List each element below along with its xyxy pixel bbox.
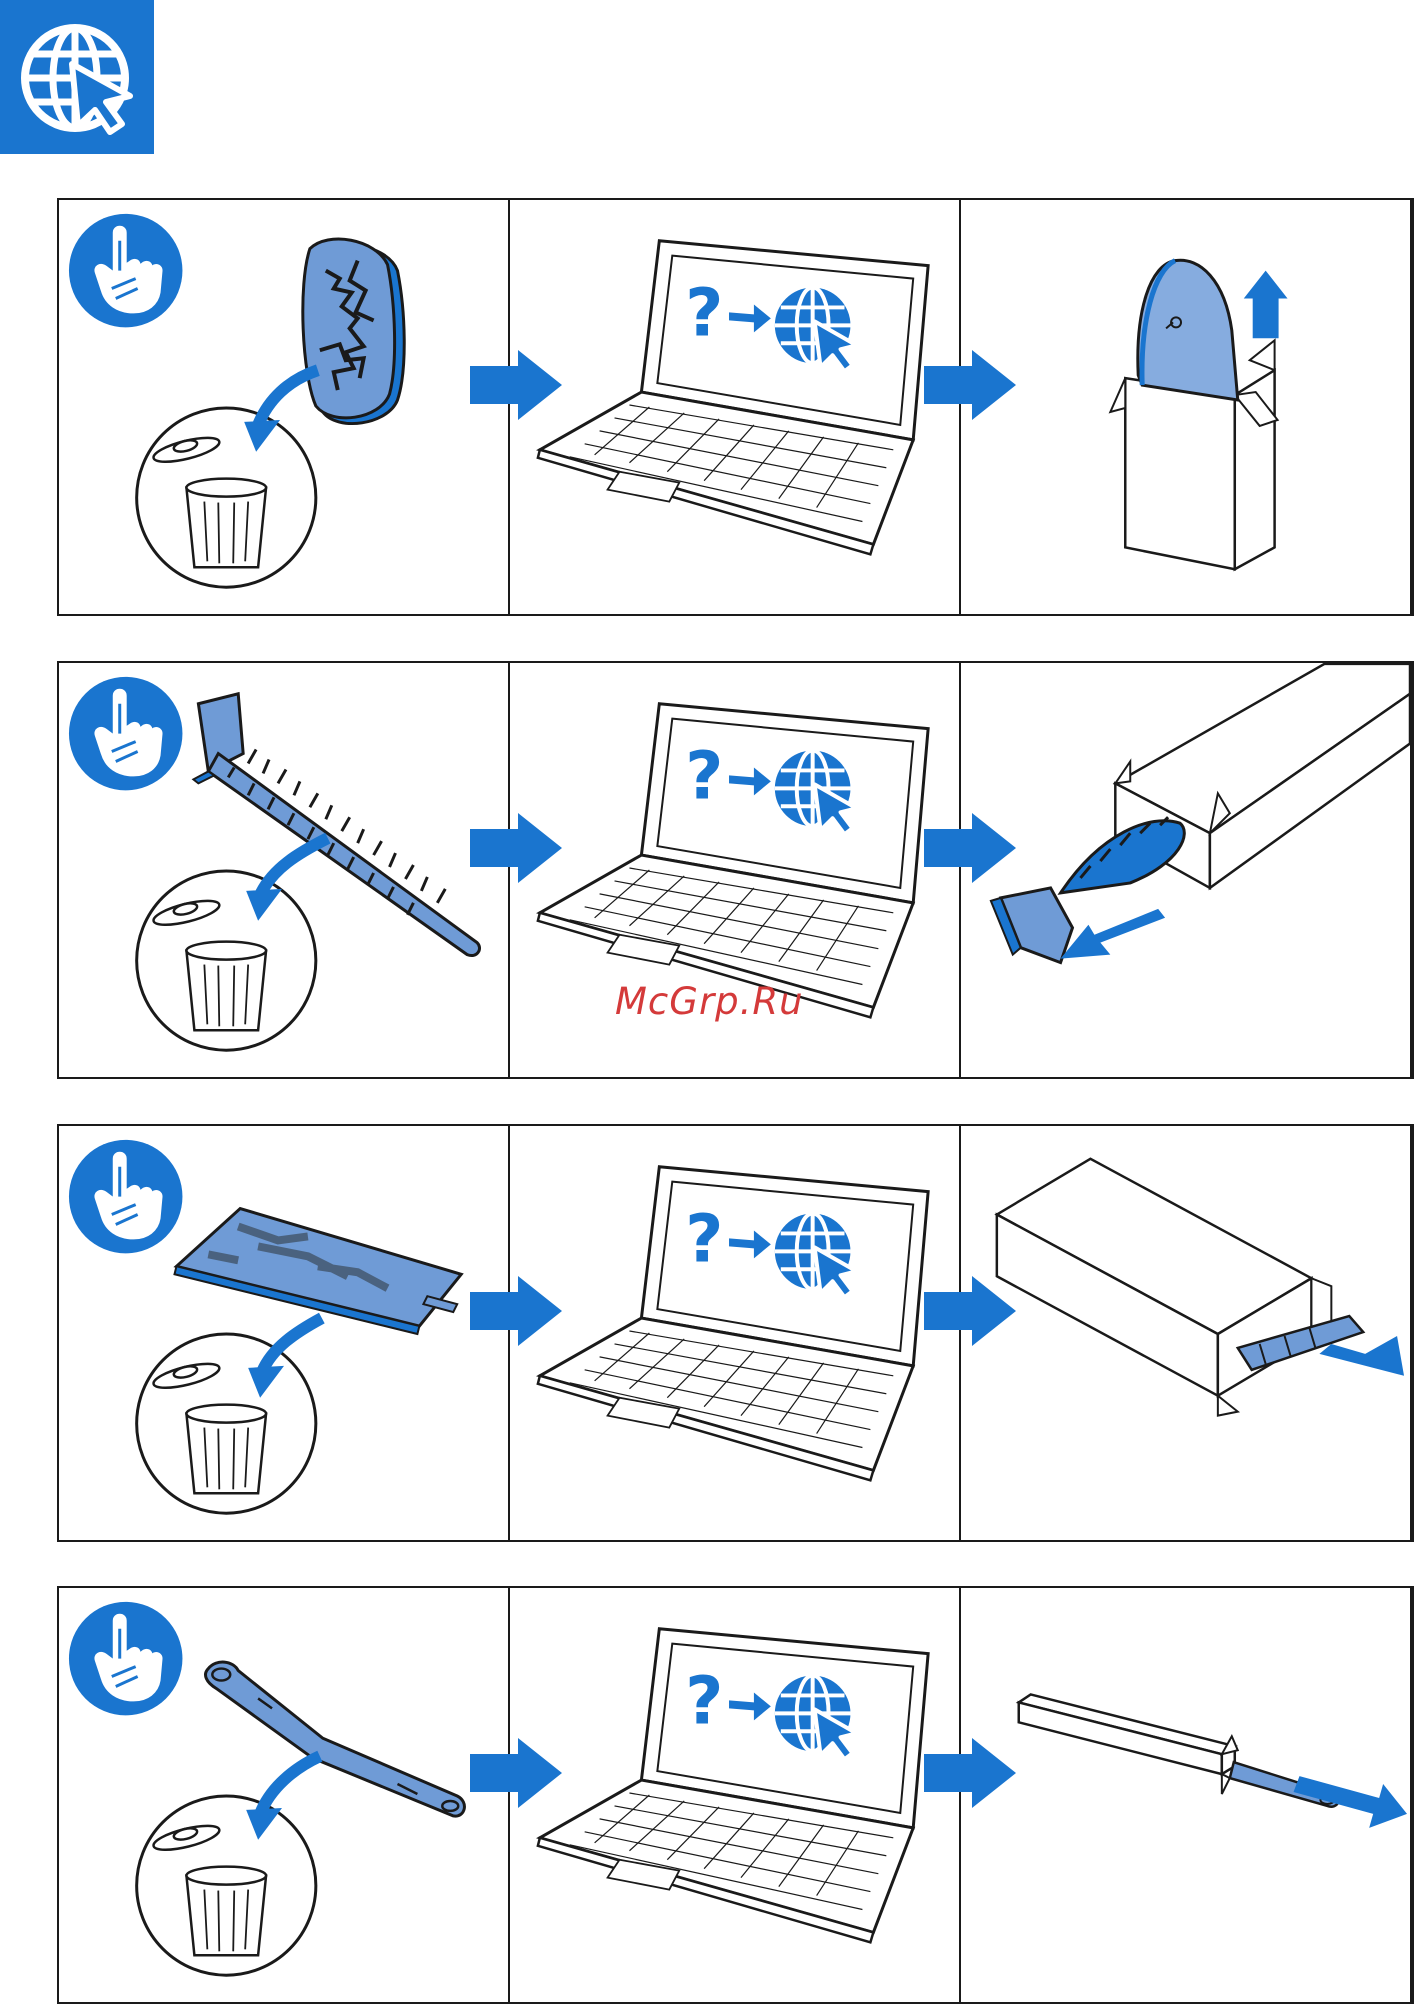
arrow-right-icon — [924, 813, 1016, 883]
arrow-right-icon — [470, 1276, 562, 1346]
panel-discard — [59, 1126, 510, 1540]
panel-website — [510, 1126, 961, 1540]
panel-website — [510, 1588, 961, 2002]
panel-unpack — [961, 663, 1412, 1077]
laptop-search-icon — [538, 704, 928, 1018]
arrow-right-icon — [924, 1738, 1016, 1808]
trash-bin-icon — [137, 408, 316, 587]
arrow-right-icon — [470, 813, 562, 883]
arrow-right-icon — [470, 1738, 562, 1808]
panel-unpack — [961, 1126, 1412, 1540]
arrow-right-icon — [924, 350, 1016, 420]
panel-discard — [59, 1588, 510, 2002]
globe-cursor-icon — [0, 0, 154, 154]
filter-cover-part — [303, 239, 404, 424]
hand-pointing-icon — [69, 1140, 182, 1253]
panel-website — [510, 200, 961, 614]
laptop-search-icon — [538, 1629, 928, 1943]
trash-bin-icon — [137, 1796, 316, 1975]
panel-unpack — [961, 200, 1412, 614]
laptop-search-icon — [538, 1167, 928, 1481]
arrow-right-icon — [924, 1276, 1016, 1346]
side-arm-part — [206, 1662, 465, 1816]
panel-unpack — [961, 1588, 1412, 2002]
step-row-4 — [57, 1586, 1414, 2004]
step-row-1 — [57, 198, 1414, 616]
hand-pointing-icon — [69, 1602, 182, 1715]
panel-discard — [59, 200, 510, 614]
panel-discard — [59, 663, 510, 1077]
trash-bin-icon — [137, 871, 316, 1050]
laptop-search-icon — [538, 241, 928, 555]
step-row-3 — [57, 1124, 1414, 1542]
watermark-text: McGrp.Ru — [615, 980, 804, 1023]
trash-bin-icon — [137, 1334, 316, 1513]
arrow-right-icon — [470, 350, 562, 420]
hand-pointing-icon — [69, 677, 182, 790]
hand-pointing-icon — [69, 214, 182, 327]
